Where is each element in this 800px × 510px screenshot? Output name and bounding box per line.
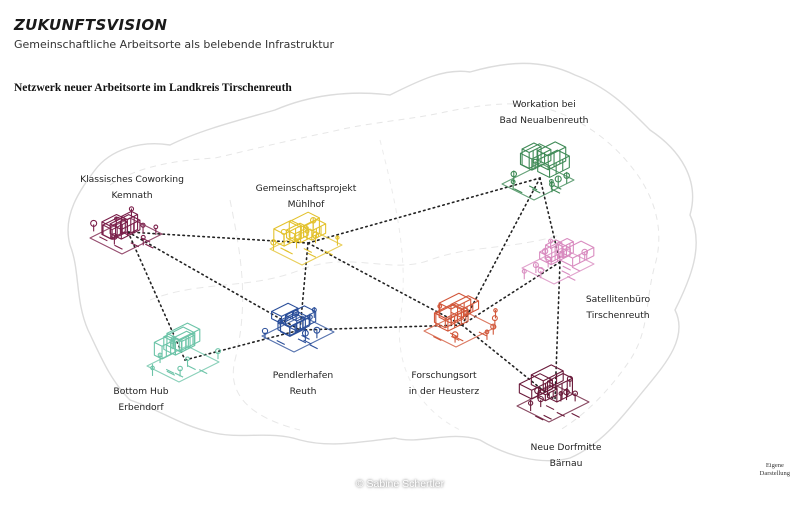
connection-muehlhof-heusterz [307, 242, 463, 326]
illustration-muehlhof [269, 211, 343, 266]
illustration-reuth [261, 302, 335, 353]
connection-muehlhof-bad-neualbenreuth [307, 177, 541, 244]
illustration-tirschenreuth [521, 237, 595, 285]
road-line [379, 139, 461, 431]
road-line [149, 234, 561, 301]
connection-kemnath-muehlhof [127, 231, 309, 244]
district-outline [67, 62, 697, 462]
district-outline-inner [109, 103, 660, 431]
illustration-heusterz [423, 292, 498, 348]
illustration-erbendorf [146, 322, 221, 383]
illustration-bad-neualbenreuth [501, 141, 575, 201]
illustration-kemnath [89, 206, 163, 255]
road-line [229, 199, 301, 431]
page-subtitle: Gemeinschaftliche Arbeitsorte als belebe… [14, 38, 335, 51]
section-title: Netzwerk neuer Arbeitsorte im Landkreis … [14, 82, 292, 94]
connection-erbendorf-reuth [184, 329, 301, 361]
page-title: ZUKUNFTSVISION [14, 16, 168, 34]
illustration-baernau [516, 364, 590, 423]
location-illustrations [89, 141, 595, 423]
connection-muehlhof-reuth [299, 242, 309, 331]
connection-heusterz-tirschenreuth [461, 261, 561, 326]
copyright-credit: © Sabine Schertler [355, 478, 445, 490]
connection-heusterz-baernau [461, 324, 556, 401]
